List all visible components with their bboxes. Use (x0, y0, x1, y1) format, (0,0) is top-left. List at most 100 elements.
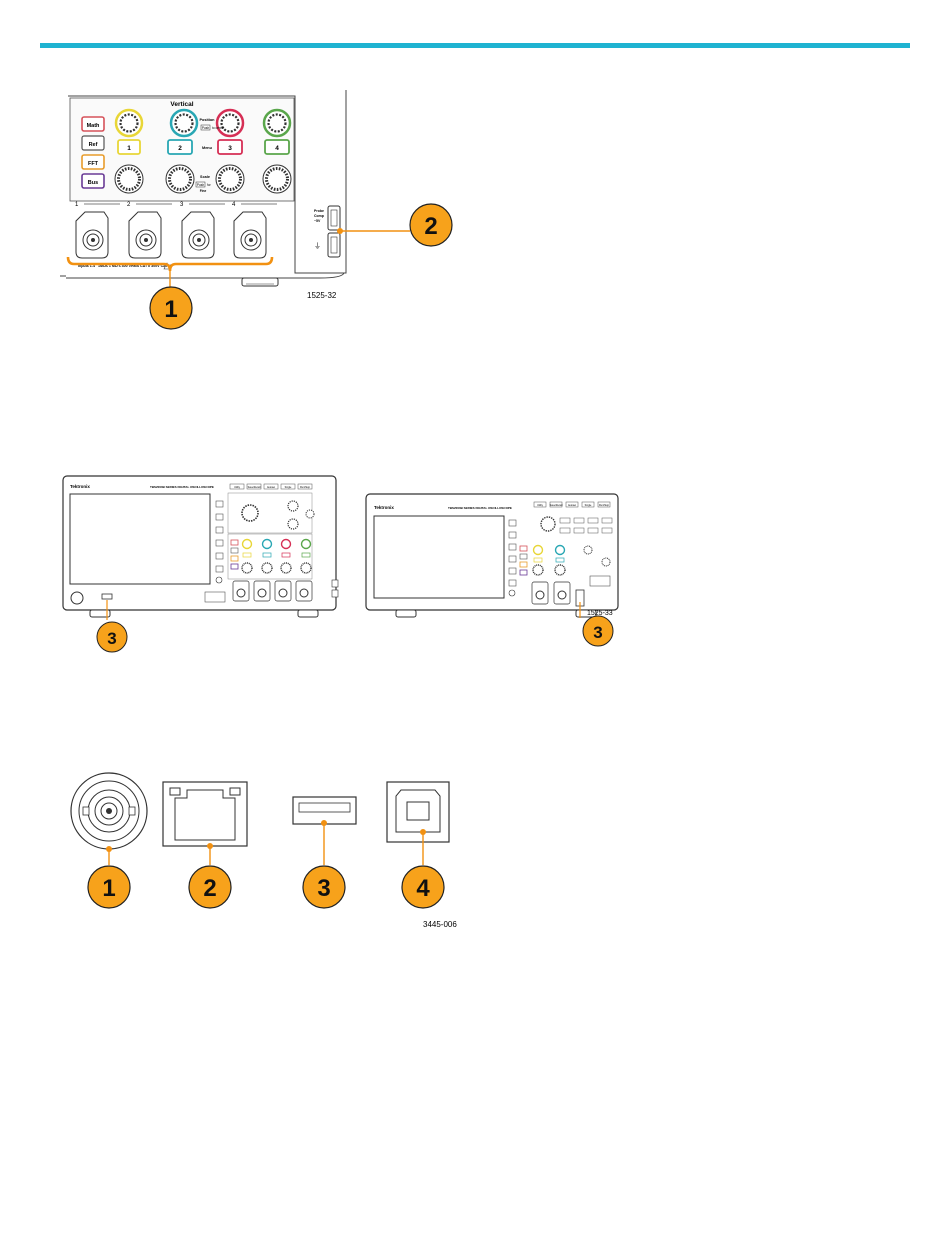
utility-right: Utility (537, 504, 544, 507)
usb-port-left[interactable] (101, 593, 113, 600)
ref-button[interactable]: Ref (81, 135, 105, 151)
ethernet-connector (162, 781, 248, 847)
ch1-menu-button[interactable]: 1 (117, 139, 141, 155)
save-recall-right: Save/Recall (550, 504, 563, 507)
callout-bnc-label: 1 (102, 875, 115, 902)
vertical-panel-figure: Vertical Math Ref FFT Bus Position Push … (60, 90, 410, 300)
ch3-label: 3 (228, 145, 232, 152)
oscilloscope-right-figure: Tektronix TBS2000B SERIES DIGITAL OSCILL… (365, 493, 619, 618)
callout-2-comp-label: 2 (424, 213, 437, 240)
push-word: Push (202, 126, 209, 130)
position-label: Position (200, 118, 216, 122)
autoset-right: Autoset (568, 504, 576, 507)
probe-comp-terminal[interactable] (327, 205, 341, 231)
fft-button-label: FFT (88, 161, 99, 167)
input-4-number: 4 (232, 202, 236, 208)
autoset-left: Autoset (267, 486, 275, 489)
math-button-label: Math (87, 123, 100, 129)
ch3-scale-knob[interactable] (215, 164, 245, 194)
connector-types-figure: 3445-006 (70, 772, 457, 929)
ch4-menu-button[interactable]: 4 (264, 139, 290, 155)
figure3-id: 3445-006 (423, 920, 457, 929)
brand-left: Tektronix (70, 484, 90, 489)
model-left: TBS2000B SERIES DIGITAL OSCILLOSCOPE (150, 485, 214, 489)
run-stop-right: Run/Stop (599, 504, 610, 507)
ch4-scale-knob[interactable] (262, 164, 292, 194)
ch4-label: 4 (275, 145, 279, 152)
power-button-left[interactable] (70, 591, 84, 605)
callout-3-right: 3 (582, 615, 614, 647)
ch3-menu-button[interactable]: 3 (217, 139, 243, 155)
bnc-connector (70, 772, 148, 850)
ch1-position-knob[interactable] (114, 108, 144, 138)
probe-label-2: Comp (314, 214, 324, 218)
menu-label: Menu (202, 146, 213, 150)
push-box (200, 124, 211, 131)
probe-label-1: Probe (314, 209, 324, 213)
single-right: Single (585, 504, 592, 507)
oscilloscope-left-figure: Tektronix TBS2000B SERIES DIGITAL OSCILL… (62, 475, 339, 620)
bnc-input-4[interactable] (233, 211, 267, 259)
math-button[interactable]: Math (81, 116, 105, 132)
callout-bnc: 1 (87, 865, 131, 909)
ch1-scale-knob[interactable] (114, 164, 144, 194)
input-1-number: 1 (75, 202, 79, 208)
callout-3-left: 3 (96, 621, 128, 653)
push-fine-box (195, 181, 206, 188)
fine-label: Fine (200, 189, 207, 193)
figure2-id: 1525-33 (587, 610, 613, 617)
bnc-input-1[interactable] (75, 211, 109, 259)
callout-ethernet-label: 2 (203, 875, 216, 902)
callout-usb-a: 3 (302, 865, 346, 909)
ch2-label: 2 (178, 145, 182, 152)
ch1-label: 1 (127, 145, 131, 152)
save-recall-left: Save/Recall (248, 486, 261, 489)
run-stop-left: Run/Stop (300, 486, 311, 489)
callout-2-comp: 2 (409, 203, 453, 247)
callout-usb-b-label: 4 (416, 875, 430, 902)
input-2-number: 2 (127, 202, 131, 208)
side-buttons-left[interactable] (215, 500, 224, 584)
callout-1-inputs-label: 1 (164, 296, 177, 323)
single-left: Single (285, 486, 292, 489)
panel-title: Vertical (170, 101, 193, 108)
ch2-scale-knob[interactable] (165, 164, 195, 194)
callout-3-left-label: 3 (107, 629, 116, 648)
callout-usb-b: 4 (401, 865, 445, 909)
inputs-label: Inputs 1-4 (78, 264, 95, 268)
probe-comp-ground[interactable] (327, 232, 341, 258)
ch2-position-knob[interactable] (169, 108, 199, 138)
bnc-input-2[interactable] (128, 211, 162, 259)
push-fine-word: Push (197, 183, 204, 187)
brand-right: Tektronix (374, 505, 394, 510)
probe-label-3: ~5V (314, 219, 321, 223)
ch4-position-knob[interactable] (262, 108, 292, 138)
fft-button[interactable]: FFT (81, 154, 105, 170)
usb-a-connector (292, 796, 357, 825)
ch2-menu-button[interactable]: 2 (167, 139, 193, 155)
callout-usb-a-label: 3 (317, 875, 330, 902)
bnc-input-3[interactable] (181, 211, 215, 259)
ground-icon: ⏚ (314, 242, 321, 250)
screen-right (373, 515, 505, 599)
bus-button-label: Bus (88, 180, 98, 186)
header-rule (40, 43, 910, 48)
inputs-rating: 1MΩ≤ 1 MΩ ≤ 300 VRMS CAT II 300V CAT II (98, 264, 171, 268)
callout-1-inputs: 1 (149, 286, 193, 330)
ch3-position-knob[interactable] (215, 108, 245, 138)
bnc-row-left (232, 580, 313, 602)
foot (241, 277, 279, 287)
for-label: for (207, 183, 212, 187)
figure1-id: 1525-32 (307, 291, 337, 300)
callout-3-right-label: 3 (593, 623, 602, 642)
input-3-number: 3 (180, 202, 184, 208)
callout-ethernet: 2 (188, 865, 232, 909)
model-right: TBS2000B SERIES DIGITAL OSCILLOSCOPE (448, 506, 512, 510)
side-buttons-right[interactable] (508, 519, 517, 597)
usb-b-connector (386, 781, 450, 843)
push-to-center-label: to center (212, 126, 225, 130)
bus-button[interactable]: Bus (81, 173, 105, 189)
utility-left: Utility (234, 486, 241, 489)
ref-button-label: Ref (89, 142, 98, 148)
scale-label: Scale (200, 175, 210, 179)
